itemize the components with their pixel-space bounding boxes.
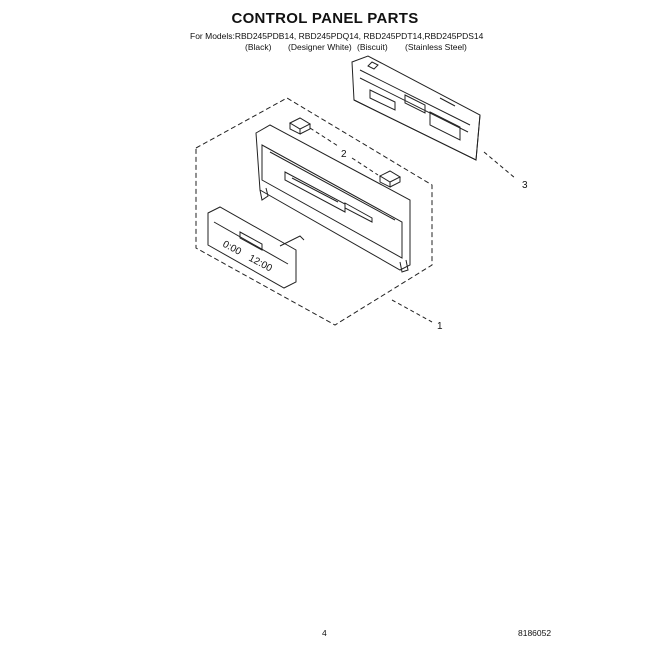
callout-1: 1 <box>437 321 443 332</box>
color-stainless-steel: (Stainless Steel) <box>405 42 467 52</box>
overlay-readout-1: 0:00 <box>221 239 244 258</box>
color-biscuit: (Biscuit) <box>357 42 388 52</box>
assembly-dashed-outline <box>195 97 433 326</box>
page-title: CONTROL PANEL PARTS <box>231 10 419 27</box>
callout-2: 2 <box>341 149 347 160</box>
callout-3: 3 <box>522 180 528 191</box>
part-1-control-panel <box>255 124 411 273</box>
color-black: (Black) <box>245 42 272 52</box>
part-3-control-board <box>351 55 481 161</box>
color-designer-white: (Designer White) <box>288 42 352 52</box>
models-line: For Models:RBD245PDB14, RBD245PDQ14, RBD… <box>190 31 484 41</box>
overlay-readout-2: 12:00 <box>247 253 275 275</box>
page-number: 4 <box>322 628 327 638</box>
display-overlay <box>207 206 305 289</box>
part-number: 8186052 <box>518 628 552 638</box>
part-2-keys <box>288 117 402 188</box>
